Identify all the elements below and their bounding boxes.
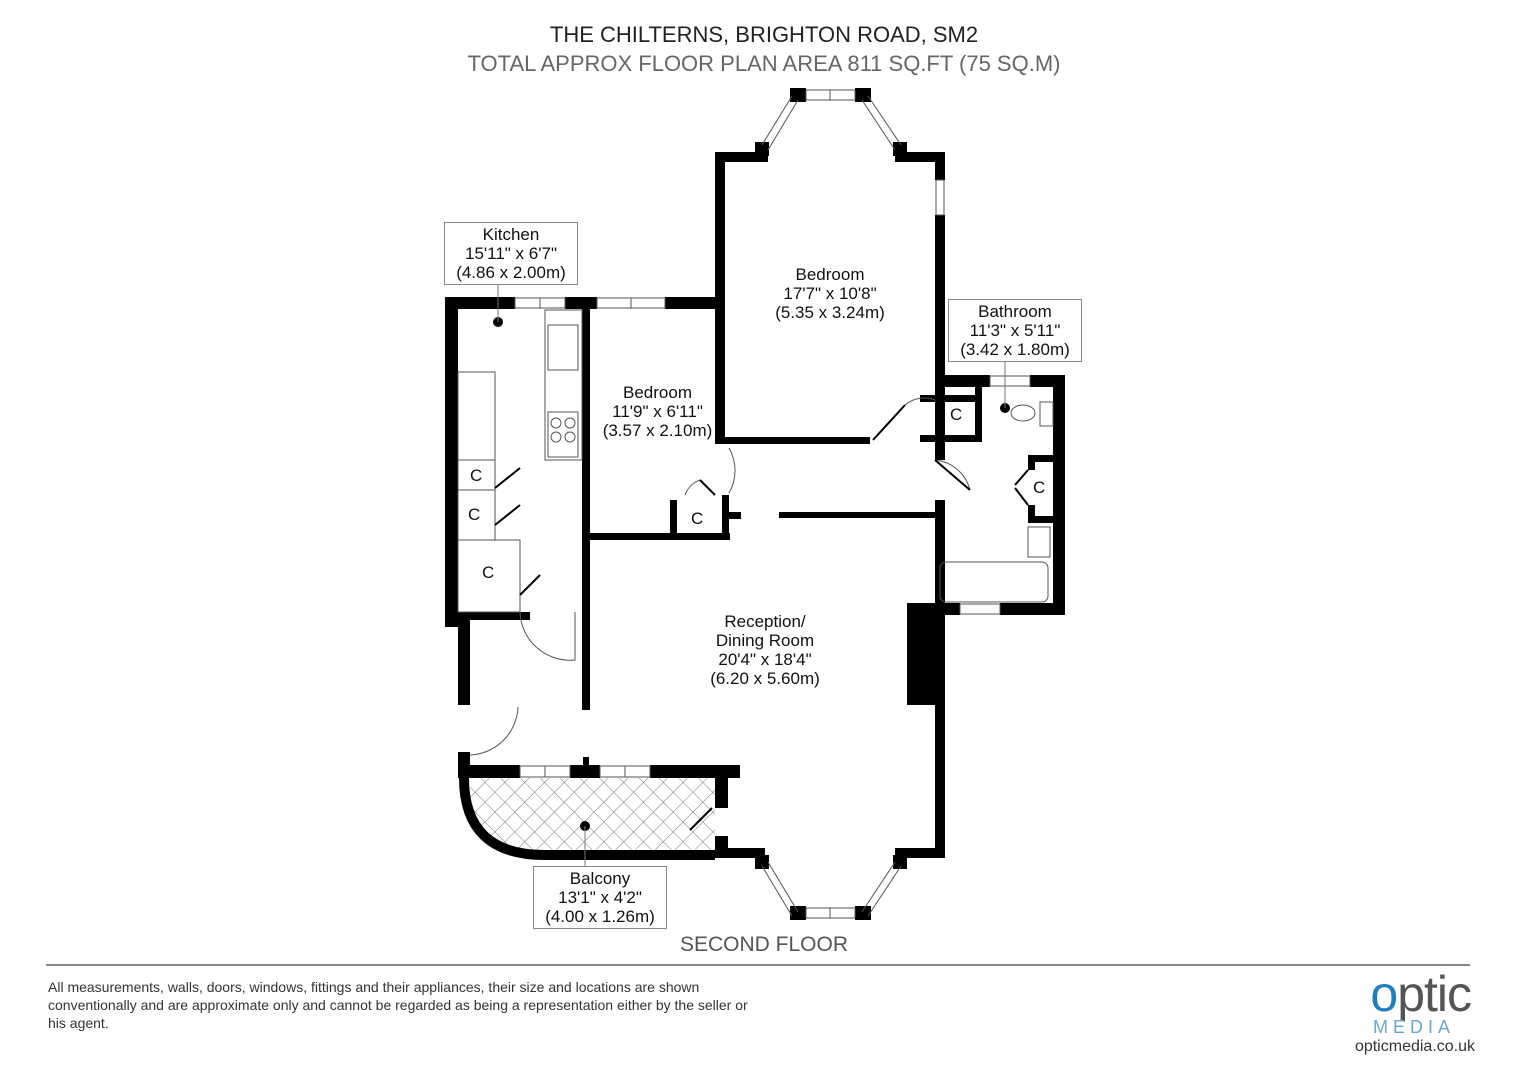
plan-area-subtitle: TOTAL APPROX FLOOR PLAN AREA 811 SQ.FT (… <box>467 51 1061 76</box>
room-name: Reception/ <box>724 612 806 631</box>
cupboard-label: C <box>691 509 704 528</box>
logo-ptic: ptic <box>1397 966 1472 1022</box>
room-size-metric: (6.20 x 5.60m) <box>710 669 820 688</box>
room-size-metric: (4.86 x 2.00m) <box>456 263 566 282</box>
room-label-kitchen: Kitchen 15'11" x 6'7" (4.86 x 2.00m) <box>444 222 578 285</box>
room-label-reception: Reception/ Dining Room 20'4" x 18'4" (6.… <box>690 612 840 688</box>
room-name: Kitchen <box>482 225 540 244</box>
room-size-imperial: 11'9" x 6'11" <box>612 402 703 421</box>
cupboard-label: C <box>1033 478 1046 497</box>
room-size-imperial: 11'3" x 5'11" <box>969 321 1061 340</box>
room-size-imperial: 13'1" x 4'2" <box>558 888 642 907</box>
cupboard-label: C <box>482 563 495 582</box>
room-size-metric: (3.57 x 2.10m) <box>602 421 713 440</box>
room-size-imperial: 15'11" x 6'7" <box>465 244 557 263</box>
room-size-imperial: 17'7" x 10'8" <box>783 284 877 303</box>
disclaimer-text: All measurements, walls, doors, windows,… <box>48 979 748 1031</box>
room-name: Balcony <box>569 869 631 888</box>
door-leaves <box>494 404 1029 831</box>
footer-divider <box>46 964 1470 966</box>
cupboard-label: C <box>950 405 963 424</box>
room-size-imperial: 20'4" x 18'4" <box>718 650 812 669</box>
optic-media-logo: optic MEDIA opticmedia.co.uk <box>1320 969 1475 1060</box>
balcony-floor <box>470 778 715 850</box>
balcony-curved-wall <box>459 777 715 860</box>
room-name: Bathroom <box>978 302 1052 321</box>
room-label-balcony: Balcony 13'1" x 4'2" (4.00 x 1.26m) <box>533 866 667 929</box>
room-name: Bedroom <box>795 265 865 284</box>
logo-wordmark: optic <box>1370 969 1472 1019</box>
walls <box>445 88 1065 920</box>
room-name: Bedroom <box>623 383 692 402</box>
room-label-bedroom-1: Bedroom 17'7" x 10'8" (5.35 x 3.24m) <box>755 265 905 322</box>
room-size-metric: (3.42 x 1.80m) <box>960 340 1070 359</box>
room-name-line2: Dining Room <box>715 631 815 650</box>
windows-and-doors <box>457 89 1054 919</box>
floor-label: SECOND FLOOR <box>679 933 849 956</box>
logo-media: MEDIA <box>1372 1017 1455 1037</box>
plan-title: THE CHILTERNS, BRIGHTON ROAD, SM2 <box>549 22 979 47</box>
room-size-metric: (5.35 x 3.24m) <box>775 303 885 322</box>
room-size-metric: (4.00 x 1.26m) <box>545 907 655 926</box>
room-label-bathroom: Bathroom 11'3" x 5'11" (3.42 x 1.80m) <box>948 299 1082 362</box>
room-label-bedroom-2: Bedroom 11'9" x 6'11" (3.57 x 2.10m) <box>590 383 725 440</box>
cupboard-label: C <box>470 466 483 485</box>
logo-url: opticmedia.co.uk <box>1354 1038 1475 1055</box>
logo-o: o <box>1370 966 1398 1022</box>
cupboard-label: C <box>468 505 481 524</box>
label-pointers <box>493 317 1010 831</box>
